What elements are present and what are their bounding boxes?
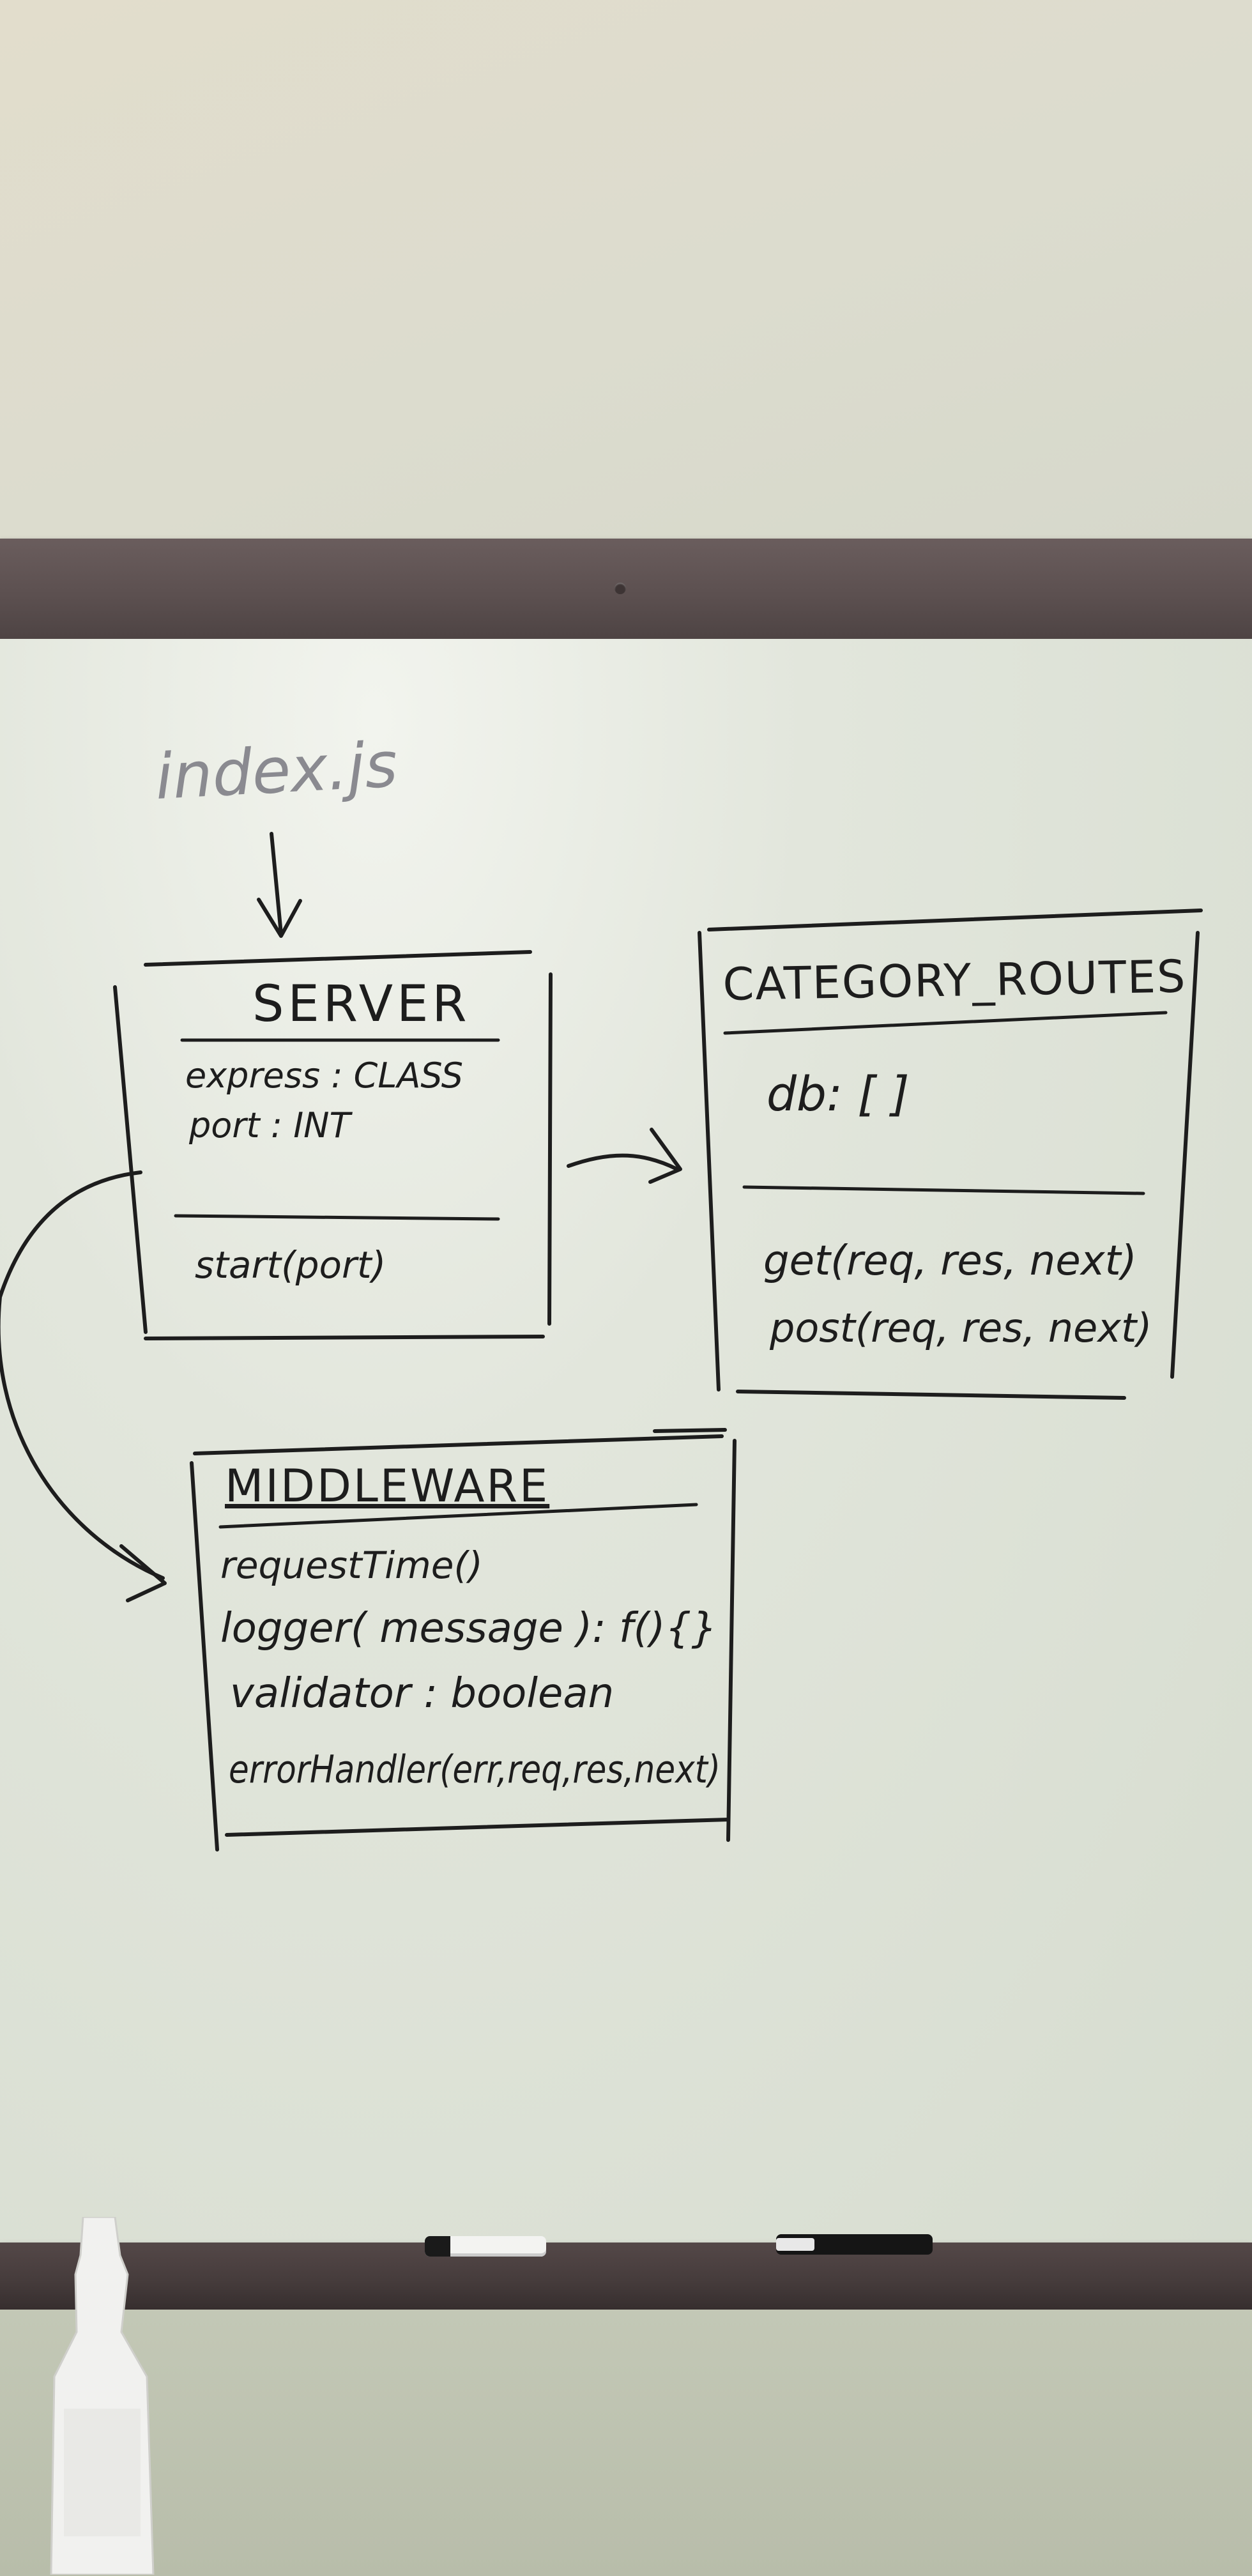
- lower-wall: [0, 2310, 1252, 2576]
- server-method-start: start(port): [195, 1243, 386, 1287]
- category-routes-method-post: post(req, res, next): [769, 1305, 1152, 1351]
- server-property-express: express : CLASS: [185, 1055, 463, 1096]
- middleware-method-request-time: requestTime(): [220, 1544, 483, 1587]
- file-label: index.js: [153, 728, 399, 814]
- server-to-middleware-arrow: [0, 1170, 165, 1580]
- index-to-server-arrowhead: [257, 898, 302, 938]
- whiteboard-top-rail: [0, 539, 1252, 641]
- marker-tray: [0, 2242, 1252, 2310]
- server-to-middleware-arrowhead: [119, 1544, 167, 1602]
- rail-screw: [615, 583, 626, 594]
- black-marker: [776, 2234, 933, 2255]
- white-marker: [425, 2236, 546, 2257]
- spray-bottle: [50, 2217, 155, 2575]
- category-routes-method-get: get(req, res, next): [763, 1238, 1137, 1285]
- server-property-port: port : INT: [188, 1105, 353, 1146]
- index-to-server-arrow: [270, 832, 283, 936]
- server-to-routes-arrowhead: [648, 1128, 682, 1184]
- middleware-method-logger: logger( message ): f(){}: [220, 1605, 717, 1652]
- category-routes-property-db: db: [ ]: [767, 1067, 910, 1122]
- middleware-title: MIDDLEWARE: [225, 1460, 549, 1512]
- middleware-box-outline: [190, 1428, 737, 1851]
- category-routes-box-outline: [698, 908, 1203, 1400]
- category-routes-title: CATEGORY_ROUTES: [722, 950, 1187, 1011]
- wall-background: [0, 0, 1252, 543]
- server-box-outline: [113, 950, 553, 1340]
- middleware-method-validator: validator : boolean: [230, 1670, 614, 1717]
- server-title: SERVER: [252, 976, 471, 1033]
- server-to-routes-arrow: [567, 1153, 679, 1171]
- middleware-method-error-handler: errorHandler(err,req,res,next): [229, 1747, 721, 1792]
- whiteboard-surface: [0, 639, 1252, 2249]
